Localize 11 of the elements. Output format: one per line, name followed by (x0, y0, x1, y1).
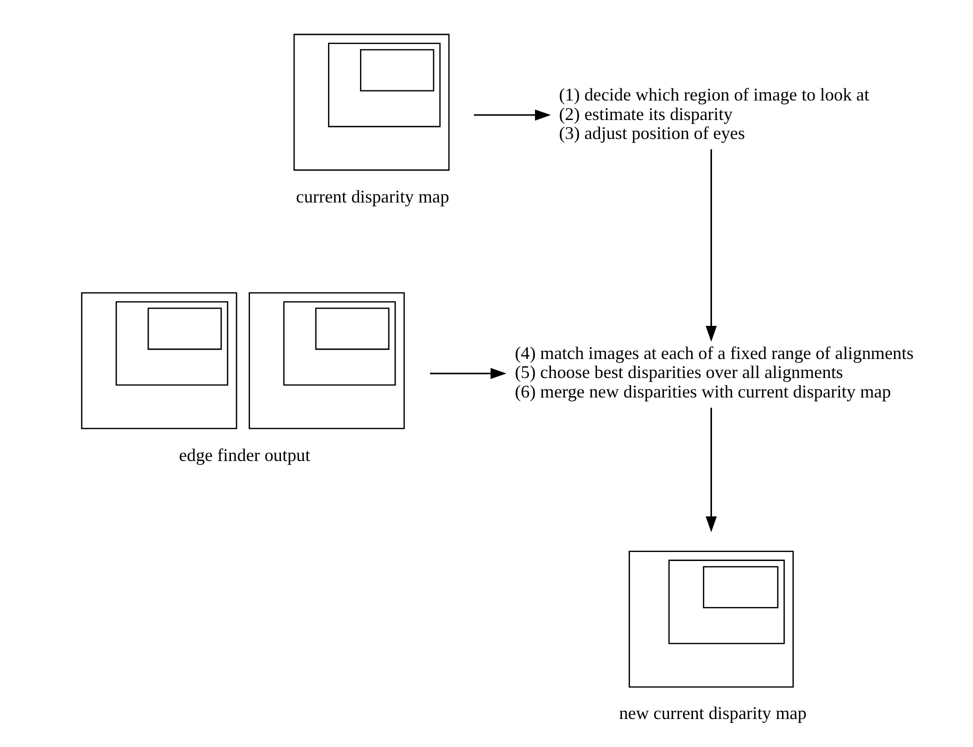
arrow (473, 109, 550, 121)
arrow (705, 149, 716, 342)
arrow (705, 408, 716, 532)
node-text: (4) match images at each of a fixed range of alignments (5) choose best disparities over all alignments (6) merge new disparities with current disparity map (514, 343, 914, 402)
node-picture (628, 550, 794, 688)
node-label: edge finder output (178, 444, 310, 465)
arrow (429, 368, 506, 380)
node-label: current disparity map (296, 186, 449, 206)
node-text: (1) decide which region of image to look at (2) estimate its disparity (3) adjust position of eyes (558, 84, 869, 143)
node-label: new current disparity map (618, 703, 806, 724)
node-picture (292, 34, 450, 171)
